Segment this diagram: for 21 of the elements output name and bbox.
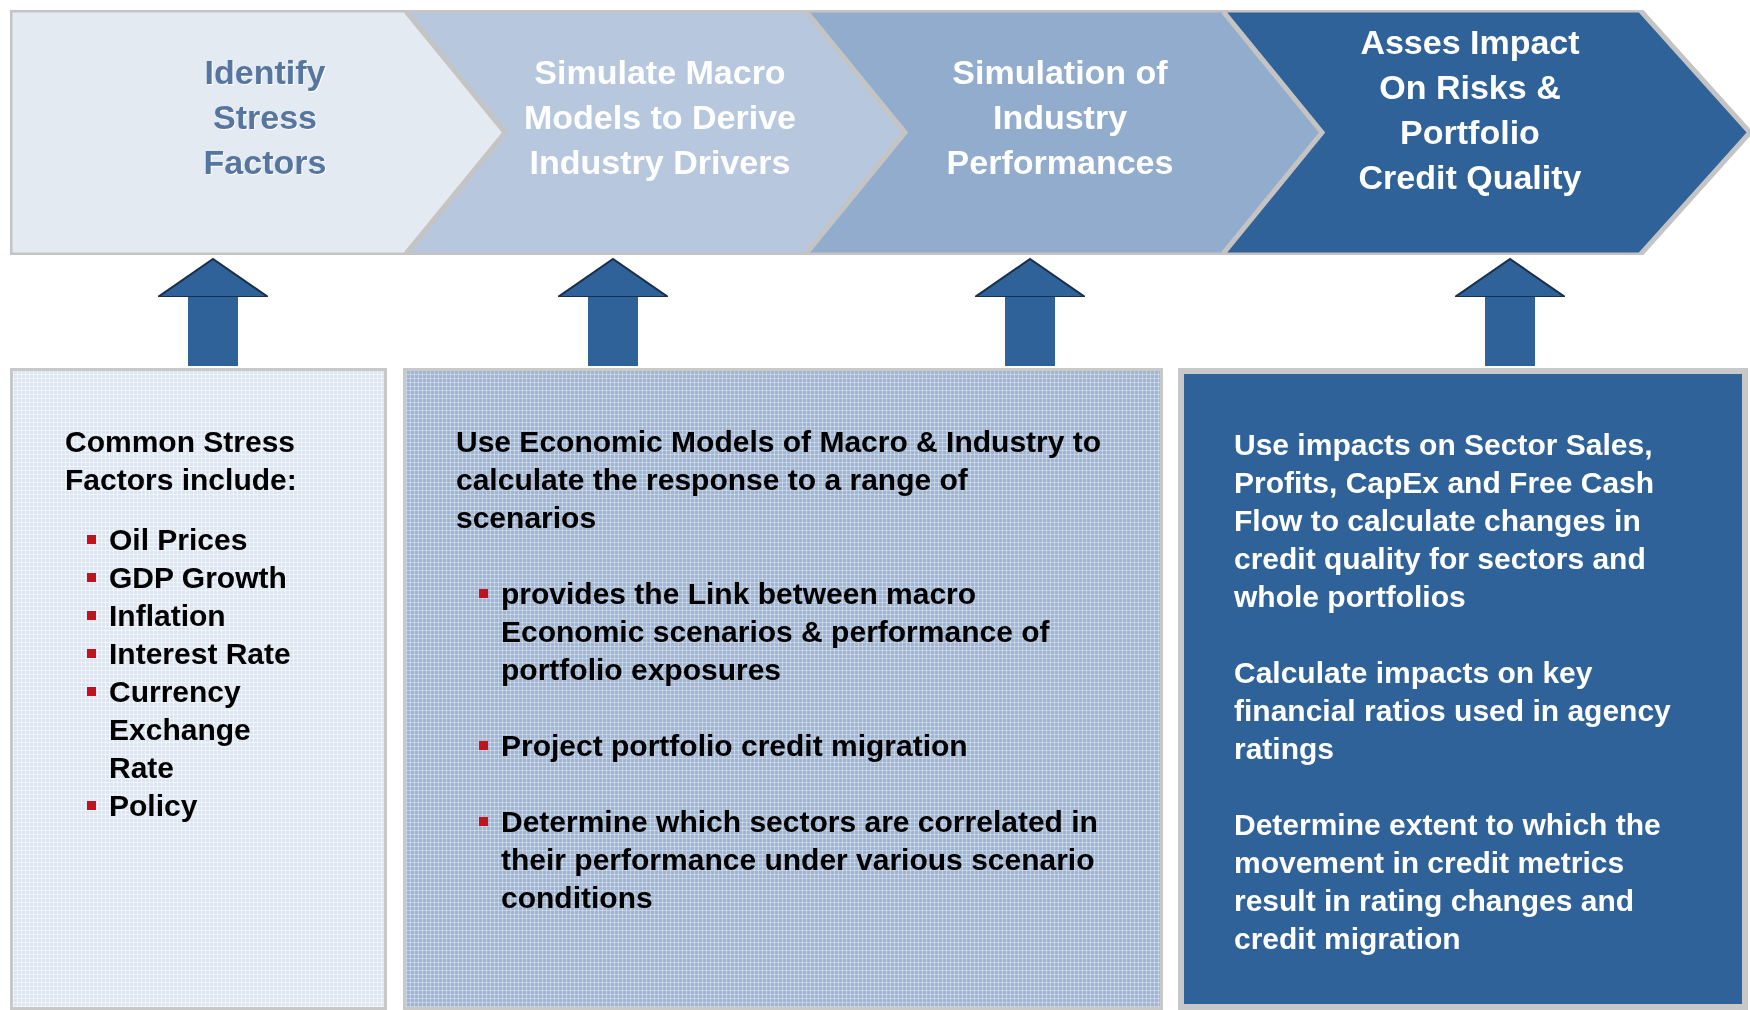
- paragraph: Use impacts on Sector Sales, Profits, CapEx and Free Cash Flow to calculate changes in credit quality for sectors and whole portfolios: [1234, 427, 1656, 615]
- text-panel: [1178, 368, 1748, 1010]
- panel-heading: Use Economic Models of Macro & Industry to calculate the response to a range of scenarios: [456, 424, 1103, 536]
- bullet-text: Interest Rate: [109, 636, 292, 672]
- bullet-text: Oil Prices: [109, 522, 249, 558]
- panel-heading: Common Stress Factors include:: [65, 424, 298, 498]
- bullet-text: Determine which sectors are correlated in their performance under various scenario conditions: [501, 804, 1099, 916]
- paragraph: Calculate impacts on key financial ratios used in agency ratings: [1234, 655, 1672, 767]
- bullet-text: provides the Link between macro Economic scenarios & performance of portfolio exposures: [501, 576, 1051, 688]
- bullet-text: Currency Exchange Rate: [109, 674, 252, 786]
- text-panel: [403, 368, 1163, 1010]
- bullet-text: Project portfolio credit migration: [501, 728, 969, 764]
- bullet-text: Inflation: [109, 598, 227, 634]
- step-title: Identify Stress Factors: [202, 52, 328, 183]
- step-title: Simulate Macro Models to Derive Industry Drivers: [522, 52, 798, 183]
- step-title: Simulation of Industry Performances: [945, 52, 1175, 183]
- text-panel: [10, 368, 387, 1010]
- bullet-text: GDP Growth: [109, 560, 288, 596]
- paragraph: Determine extent to which the movement in credit metrics result in rating changes and credit migration: [1234, 807, 1662, 957]
- bullet-text: Policy: [109, 788, 199, 824]
- step-title: Asses Impact On Risks & Portfolio Credit Quality: [1357, 22, 1583, 198]
